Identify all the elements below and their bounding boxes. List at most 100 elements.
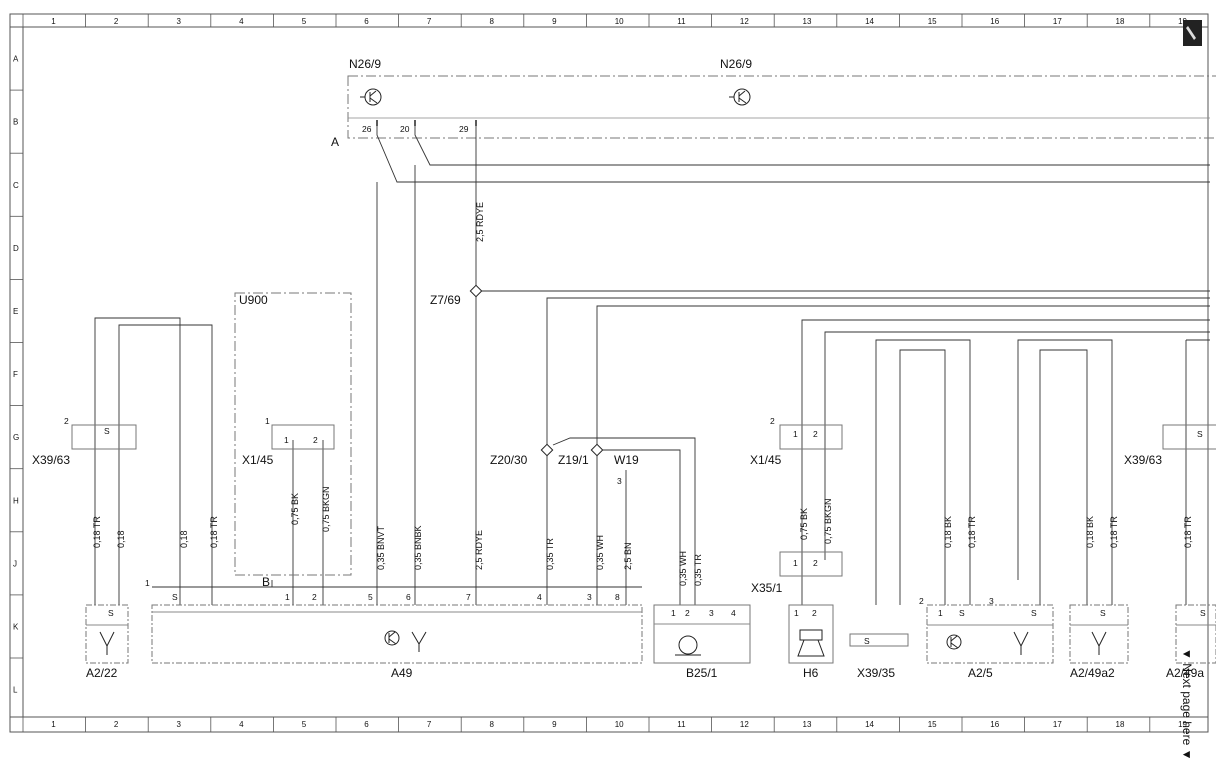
wire-label: 2,5 BN — [623, 542, 633, 570]
ruler-row: F — [13, 370, 18, 379]
wire-label: 0,18 BK — [943, 516, 953, 548]
ruler-col-bottom: 19 — [1178, 720, 1187, 729]
a49a2-num: 3 — [989, 596, 994, 606]
wire-label: 0,35 WH — [595, 535, 605, 570]
z19-label: Z19/1 — [558, 453, 589, 467]
x145-right-num: 2 — [770, 416, 775, 426]
ruler-col-top: 16 — [990, 17, 999, 26]
frame — [9, 13, 1209, 733]
s-label: S — [959, 608, 965, 618]
wire-label: 2,5 RDYE — [474, 530, 484, 570]
ruler-col-top: 8 — [490, 17, 495, 26]
s-label: S — [172, 592, 178, 602]
wire-label: 0,18 TR — [92, 516, 102, 548]
x351-label: X35/1 — [751, 581, 783, 595]
ruler-col-top: 1 — [51, 17, 56, 26]
label-h6: H6 — [803, 666, 819, 680]
pin-label: 4 — [537, 592, 542, 602]
x39-right-label: X39/63 — [1124, 453, 1162, 467]
ruler-row: B — [13, 118, 18, 127]
splice-z7-icon — [469, 284, 483, 298]
pin-label: 8 — [615, 592, 620, 602]
transistor-icon — [729, 88, 751, 106]
pin-label: 2 — [312, 592, 317, 602]
pin-label: 1 — [938, 608, 943, 618]
label-a2-5: A2/5 — [968, 666, 993, 680]
buzzer-icon — [797, 629, 825, 657]
ruler-col-bottom: 3 — [177, 720, 182, 729]
n26-9-unit: N26/9 N26/9 26 20 29 A — [331, 57, 1216, 149]
ruler-col-bottom: 5 — [302, 720, 307, 729]
pin-label: 1 — [793, 429, 798, 439]
wire-label: 0,18 — [116, 530, 126, 548]
ruler-col-bottom: 7 — [427, 720, 432, 729]
n26-left-label: N26/9 — [349, 57, 381, 71]
wire-label: 0,75 BKGN — [823, 498, 833, 544]
bookmark-icon[interactable] — [1183, 20, 1202, 46]
x35-1: 1 2 X35/1 — [751, 551, 843, 595]
pin-label: 3 — [587, 592, 592, 602]
n26-right-label: N26/9 — [720, 57, 752, 71]
a2-5: 2 3 1 S S — [919, 596, 1054, 664]
a49: 1 B S — [145, 575, 643, 664]
pin-label: 2 — [813, 558, 818, 568]
b25-pins: 1 2 3 4 — [671, 608, 736, 618]
w19-label: W19 — [614, 453, 639, 467]
ruler-col-top: 15 — [928, 17, 937, 26]
label-b: B — [262, 575, 270, 589]
ruler-row: C — [13, 181, 19, 190]
label-b25-1: B25/1 — [686, 666, 718, 680]
label-a49: A49 — [391, 666, 413, 680]
pin-label: 3 — [709, 608, 714, 618]
ruler-col-top: 10 — [615, 17, 624, 26]
wire-label: 0,18 TR — [1109, 516, 1119, 548]
wire-labels: 2,5 RDYE 0,18 TR 0,18 0,18 0,18 TR 0,75 … — [92, 202, 1193, 586]
s-label: S — [1200, 608, 1206, 618]
wire-label: 0,75 BK — [290, 493, 300, 525]
s-label: S — [104, 426, 110, 436]
ruler-col-top: 18 — [1116, 17, 1125, 26]
ruler-col-bottom: 2 — [114, 720, 119, 729]
label-a2-49a2: A2/49a2 — [1070, 666, 1115, 680]
s-label: S — [1031, 608, 1037, 618]
ruler-col-top: 3 — [177, 17, 182, 26]
u900-label: U900 — [239, 293, 268, 307]
ruler-col-top: 7 — [427, 17, 432, 26]
ruler-row: K — [13, 622, 19, 631]
label-a2-22: A2/22 — [86, 666, 118, 680]
s-label: S — [1197, 429, 1203, 439]
ruler-row: E — [13, 307, 18, 316]
ruler-row: A — [13, 55, 19, 64]
a2-49a: S — [1175, 604, 1216, 664]
wire-label: 0,35 TR — [693, 554, 703, 586]
pin-label: 5 — [368, 592, 373, 602]
wire-label: 0,18 TR — [1183, 516, 1193, 548]
pin-label: 2 — [685, 608, 690, 618]
pin-label: 1 — [794, 608, 799, 618]
a25-num: 2 — [919, 596, 924, 606]
pin-label: 1 — [285, 592, 290, 602]
ruler-col-top: 6 — [364, 17, 369, 26]
pin-20: 20 — [400, 124, 410, 134]
a49-num: 1 — [145, 578, 150, 588]
z7-label: Z7/69 — [430, 293, 461, 307]
a2-22: S — [85, 604, 129, 664]
wire-label: 0,75 BKGN — [321, 486, 331, 532]
pin-label: 2 — [812, 608, 817, 618]
b25-1 — [653, 604, 751, 664]
ruler-col-bottom: 14 — [865, 720, 874, 729]
z20-label: Z20/30 — [490, 453, 528, 467]
ruler-col-top: 13 — [803, 17, 812, 26]
pin-label: 6 — [406, 592, 411, 602]
h6 — [788, 604, 834, 664]
ruler-col-bottom: 17 — [1053, 720, 1062, 729]
label-x39-35: X39/35 — [857, 666, 895, 680]
a2-49a2: S — [1069, 604, 1129, 664]
x145-right-label: X1/45 — [750, 453, 782, 467]
pin-label: 2 — [313, 435, 318, 445]
wire-label: 0,35 BNBK — [413, 525, 423, 570]
wire-label: 0,75 BK — [799, 508, 809, 540]
pin-label: 1 — [793, 558, 798, 568]
pin-label: 1 — [671, 608, 676, 618]
u900-box: U900 — [234, 292, 352, 576]
